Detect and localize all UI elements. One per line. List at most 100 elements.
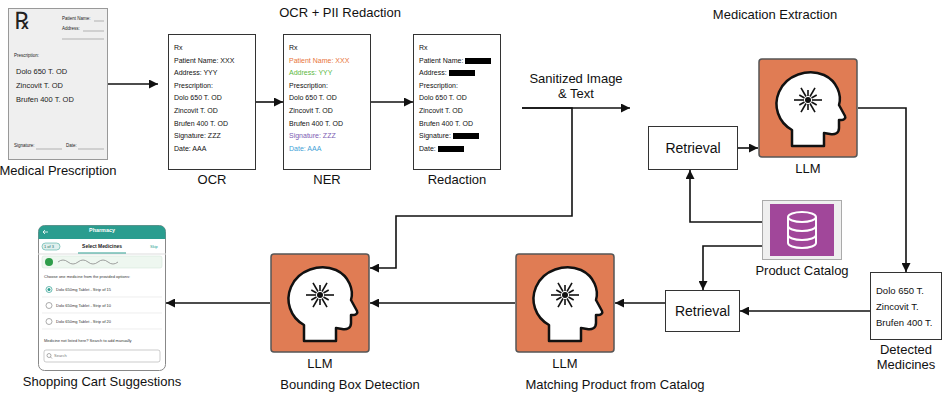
document-line: Prescription:	[289, 80, 365, 93]
flow-arrow	[166, 302, 270, 304]
document-box: NERRxPatient Name: XXXAddress: YYYPrescr…	[283, 34, 371, 170]
llm-icon: LLM	[515, 253, 615, 353]
stage-panel: Bounding Box DetectionLLM	[245, 236, 455, 374]
flow-arrow	[108, 83, 158, 85]
document-line: Patient Name:	[419, 55, 495, 68]
image-text: Dolo 650mg Tablet - Strip of 10	[56, 304, 111, 308]
llm-icon: LLM	[758, 58, 858, 158]
document-line: Brufen 400 T. OD	[289, 118, 365, 131]
document-line: Date: AAA	[174, 143, 250, 156]
llm-icon-drawing	[758, 58, 858, 158]
panel-title: OCR + PII Redaction	[118, 5, 562, 20]
database-icon-drawing	[762, 200, 842, 260]
document-line: Signature: ZZZ	[289, 130, 365, 143]
image-text: Prescription:	[14, 54, 39, 59]
flow-arrow	[738, 147, 758, 149]
redaction-bar	[465, 58, 491, 64]
box-label: Detected Medicines	[867, 342, 945, 372]
box-label: Shopping Cart Suggestions	[0, 374, 206, 389]
image-text: 1 of 3	[44, 245, 54, 249]
stage-panel: OCR + PII RedactionOCRRxPatient Name: XX…	[158, 24, 522, 190]
box-label: OCR	[129, 172, 295, 187]
medicine-line: Zincovit T.	[876, 299, 936, 315]
panel-title: Bounding Box Detection	[205, 377, 495, 392]
llm-icon: LLM	[270, 253, 370, 353]
flow-arrow	[370, 302, 515, 304]
document-line: Brufen 400 T. OD	[174, 118, 250, 131]
database-icon: Product Catalog	[762, 200, 842, 260]
document-line: Rx	[174, 42, 250, 55]
document-line: Address: YYY	[289, 67, 365, 80]
document-line: Dolo 650 T. OD	[419, 92, 495, 105]
flow-arrow	[690, 170, 762, 222]
document-line: Zincovit T. OD	[289, 105, 365, 118]
prescription-image: Medical Prescription℞Patient Name:Addres…	[8, 8, 108, 160]
document-line: Address:	[419, 67, 495, 80]
image-text: Brufen 400 T. OD	[16, 96, 74, 104]
flow-arrow	[371, 101, 413, 103]
edge-label: Sanitized Image & Text	[528, 71, 624, 101]
image-text: Patient Name:	[62, 17, 91, 22]
flow-arrow	[858, 108, 906, 272]
redaction-bar	[438, 146, 464, 152]
image-text: Zincovit T. OD	[16, 82, 63, 90]
panel-title: Medication Extraction	[590, 7, 948, 22]
retrieval-box: Retrieval	[665, 290, 740, 332]
medicine-line: Brufen 400 T.	[876, 315, 936, 331]
box-label: Medical Prescription	[0, 163, 148, 178]
stage-panel: Medication ExtractionRetrievalLLM	[630, 26, 920, 196]
box-label: LLM	[718, 161, 898, 176]
image-text: ℞	[14, 8, 29, 34]
image-text: Choose one medicine from the provided op…	[44, 275, 130, 279]
image-text: Search	[54, 354, 67, 358]
image-text: Dolo 650mg Tablet - Strip of 15	[56, 288, 111, 292]
document-line: Prescription:	[419, 80, 495, 93]
document-box: OCRRxPatient Name: XXXAddress: YYYPrescr…	[168, 34, 256, 170]
document-line: Prescription:	[174, 80, 250, 93]
document-line: Date: AAA	[289, 143, 365, 156]
box-text: Retrieval	[665, 140, 720, 156]
image-text: Signature:	[14, 144, 35, 149]
image-text: Address:	[62, 27, 80, 32]
box-label: NER	[244, 172, 410, 187]
flow-arrow	[256, 101, 283, 103]
document-box: RedactionRxPatient Name:Address:Prescrip…	[413, 34, 501, 170]
document-line: Signature: ZZZ	[174, 130, 250, 143]
document-line: Zincovit T. OD	[174, 105, 250, 118]
document-line: Date:	[419, 143, 495, 156]
stage-panel: Matching Product from CatalogLLMRetrieva…	[480, 236, 750, 374]
box-label: Redaction	[374, 172, 540, 187]
llm-icon-drawing	[515, 253, 615, 353]
llm-icon-drawing	[270, 253, 370, 353]
flow-arrow	[703, 246, 762, 290]
image-text: Dolo 650mg Tablet - Strip of 20	[56, 320, 111, 324]
retrieval-box: Retrieval	[648, 126, 738, 170]
document-line: Patient Name: XXX	[174, 55, 250, 68]
box-label: LLM	[475, 356, 655, 371]
image-text: Pharmacy	[38, 228, 166, 234]
redaction-bar	[449, 70, 475, 76]
panel-title: Matching Product from Catalog	[440, 377, 790, 392]
image-text: Dolo 650 T. OD	[16, 68, 67, 76]
box-text: Retrieval	[675, 303, 730, 319]
document-line: Rx	[419, 42, 495, 55]
image-text: Medicine not listed here? Search to add …	[44, 339, 132, 343]
flow-arrow	[615, 302, 665, 304]
document-line: Rx	[289, 42, 365, 55]
document-line: Address: YYY	[174, 67, 250, 80]
document-line: Patient Name: XXX	[289, 55, 365, 68]
app-screenshot: Shopping Cart SuggestionsPharmacy1 of 3S…	[38, 225, 166, 371]
box-label: Product Catalog	[722, 263, 882, 278]
image-text: Skip	[150, 245, 158, 249]
image-text: Select Medicines	[38, 244, 166, 249]
image-text: Date:	[66, 144, 77, 149]
document-line: Dolo 650 T. OD	[289, 92, 365, 105]
result-box: Detected MedicinesDolo 650 T.Zincovit T.…	[870, 272, 942, 340]
document-line: Signature:	[419, 130, 495, 143]
medicine-line: Dolo 650 T.	[876, 283, 936, 299]
redaction-bar	[453, 133, 479, 139]
document-line: Brufen 400 T. OD	[419, 118, 495, 131]
document-line: Dolo 650 T. OD	[174, 92, 250, 105]
